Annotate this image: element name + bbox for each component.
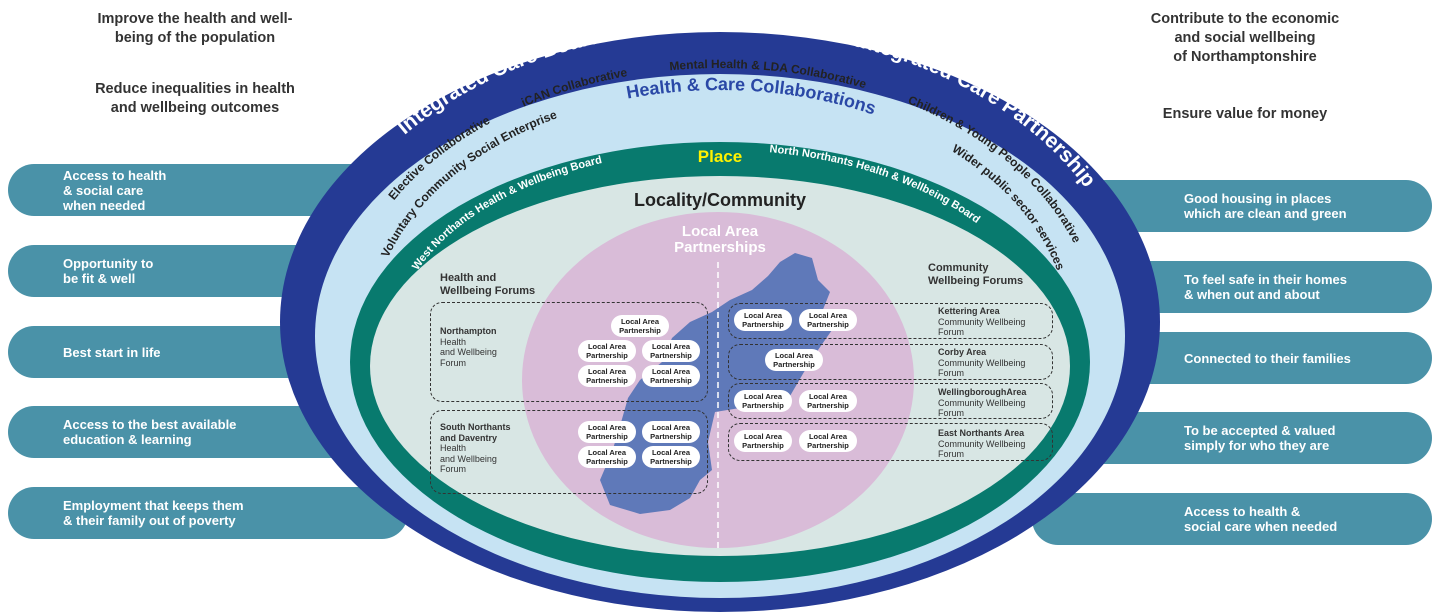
forum-name: Kettering Area	[938, 306, 1000, 316]
lap-title-line2: Partnerships	[674, 239, 766, 256]
locality-label: Locality/Community	[634, 190, 806, 210]
outcome-label: Connected to their families	[1184, 350, 1351, 366]
outcome-label: Best start in life	[63, 344, 161, 360]
lap-label: Local Area Partnership	[807, 392, 849, 410]
local-area-partnership-pill: Local Area Partnership	[765, 349, 823, 371]
forum-name: Northampton	[440, 326, 497, 336]
outcome-pill-left: Employment that keeps them & their famil…	[8, 487, 408, 539]
outcome-label: Access to health & social care when need…	[63, 167, 167, 213]
goal-value-for-money: Ensure value for money	[1162, 106, 1328, 122]
corby-forum-label: Corby Area Community Wellbeing Forum	[938, 347, 1025, 379]
forum-desc: Community Wellbeing Forum	[938, 357, 1026, 379]
lap-label: Local Area Partnership	[773, 351, 815, 369]
lap-label: Local Area Partnership	[807, 311, 849, 329]
lap-label: Local Area Partnership	[650, 367, 692, 385]
local-area-partnership-pill: Local Area Partnership	[734, 390, 792, 412]
lap-label: Local Area Partnership	[650, 342, 692, 360]
forum-desc: Community Wellbeing Forum	[938, 316, 1026, 338]
forum-desc: Community Wellbeing Forum	[938, 397, 1026, 419]
northampton-forum-box	[430, 302, 708, 402]
outcome-label: To be accepted & valued simply for who t…	[1184, 423, 1336, 453]
forum-desc: Community Wellbeing Forum	[938, 438, 1026, 460]
lap-label: Local Area Partnership	[586, 448, 628, 466]
community-wellbeing-forums-heading: Community Wellbeing Forums	[928, 262, 1024, 287]
kettering-forum-box	[728, 303, 1053, 339]
local-area-partnership-pill: Local Area Partnership	[734, 430, 792, 452]
goal-reduce-inequalities: Reduce inequalities in health and wellbe…	[95, 81, 295, 116]
south-forum-box	[430, 410, 708, 494]
local-area-partnership-pill: Local Area Partnership	[799, 430, 857, 452]
east-northants-forum-label: East Northants Area Community Wellbeing …	[938, 428, 1025, 460]
outcome-pill-right: Access to health & social care when need…	[1032, 493, 1432, 545]
forum-name: WellingboroughArea	[938, 387, 1027, 397]
local-area-partnership-pill: Local Area Partnership	[611, 315, 669, 337]
forum-name: East Northants Area	[938, 428, 1025, 438]
northampton-forum-label: Northampton Health and Wellbeing Forum	[440, 326, 497, 368]
local-area-partnership-pill: Local Area Partnership	[799, 309, 857, 331]
lap-label: Local Area Partnership	[807, 432, 849, 450]
lap-label: Local Area Partnership	[742, 392, 784, 410]
outcome-label: To feel safe in their homes & when out a…	[1184, 272, 1348, 302]
goal-improve-health: Improve the health and well- being of th…	[97, 11, 293, 46]
kettering-forum-label: Kettering Area Community Wellbeing Forum	[938, 306, 1025, 338]
forum-desc: Health and Wellbeing Forum	[440, 443, 497, 474]
lap-label: Local Area Partnership	[586, 367, 628, 385]
corby-forum-box	[728, 344, 1053, 380]
local-area-partnership-pill: Local Area Partnership	[578, 340, 636, 362]
local-area-partnership-pill: Local Area Partnership	[642, 446, 700, 468]
forum-name: Corby Area	[938, 347, 987, 357]
lap-label: Local Area Partnership	[619, 317, 661, 335]
lap-title-line1: Local Area	[682, 223, 759, 240]
local-area-partnership-pill: Local Area Partnership	[578, 421, 636, 443]
local-area-partnership-pill: Local Area Partnership	[734, 309, 792, 331]
goal-economic-wellbeing: Contribute to the economic and social we…	[1150, 11, 1340, 65]
outcome-label: Good housing in places which are clean a…	[1184, 191, 1347, 221]
place-label: Place	[698, 147, 742, 166]
lap-label: Local Area Partnership	[650, 448, 692, 466]
local-area-partnership-pill: Local Area Partnership	[642, 340, 700, 362]
lap-label: Local Area Partnership	[650, 423, 692, 441]
outcome-label: Access to health & social care when need…	[1184, 504, 1338, 534]
local-area-partnership-pill: Local Area Partnership	[578, 365, 636, 387]
forum-desc: Health and Wellbeing Forum	[440, 336, 497, 368]
lap-label: Local Area Partnership	[742, 311, 784, 329]
outcome-label: Access to the best available education &…	[63, 417, 237, 447]
outcome-label: Opportunity to be fit & well	[63, 256, 154, 286]
local-area-partnership-pill: Local Area Partnership	[799, 390, 857, 412]
local-area-partnership-pill: Local Area Partnership	[642, 365, 700, 387]
south-forum-label: South Northants and Daventry Health and …	[440, 422, 511, 475]
forum-name: South Northants and Daventry	[440, 422, 511, 443]
wellingborough-forum-box	[728, 383, 1053, 419]
local-area-partnership-pill: Local Area Partnership	[642, 421, 700, 443]
local-area-partnership-pill: Local Area Partnership	[578, 446, 636, 468]
outcome-label: Employment that keeps them & their famil…	[63, 498, 244, 528]
lap-label: Local Area Partnership	[586, 423, 628, 441]
lap-label: Local Area Partnership	[586, 342, 628, 360]
health-wellbeing-forums-heading: Health and Wellbeing Forums	[440, 272, 536, 297]
lap-label: Local Area Partnership	[742, 432, 784, 450]
east-northants-forum-box	[728, 423, 1053, 461]
wellingborough-forum-label: WellingboroughArea Community Wellbeing F…	[938, 387, 1026, 419]
